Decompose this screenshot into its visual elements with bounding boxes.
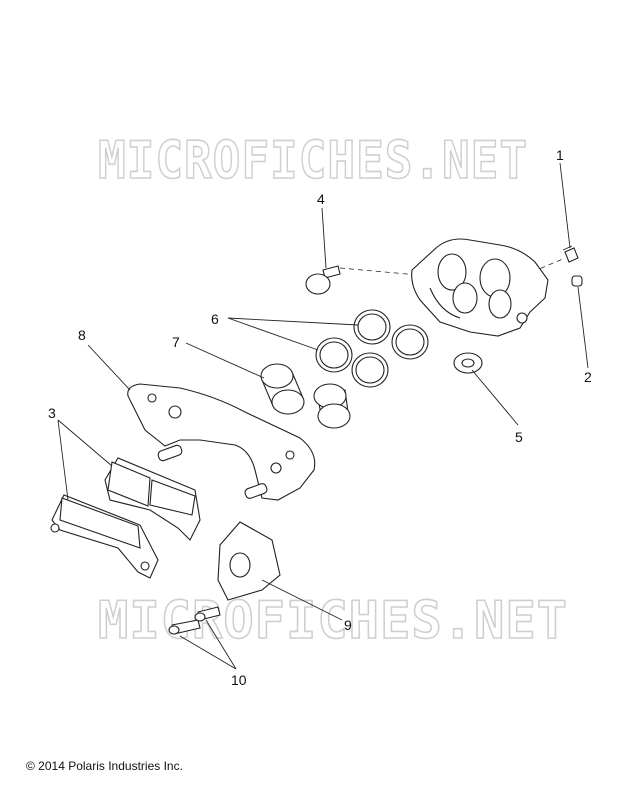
leader-10b	[205, 619, 237, 670]
pistons	[260, 363, 351, 429]
caliper-body	[411, 238, 549, 337]
bleeder-screw	[562, 245, 579, 263]
leader-8	[87, 344, 131, 391]
callout-1: 1	[556, 147, 564, 163]
callout-10: 10	[231, 672, 247, 688]
piston-seals	[315, 309, 429, 388]
watermark-bottom: MICROFICHES.NET	[98, 591, 568, 651]
bleeder-cap	[571, 275, 583, 287]
pad-pins	[168, 606, 221, 635]
pad-shim	[217, 521, 281, 601]
leader-9	[261, 579, 343, 621]
callout-5: 5	[515, 429, 523, 445]
leader-6a	[227, 317, 359, 326]
leader-3a	[57, 419, 113, 467]
leader-4	[321, 207, 327, 269]
leader-3b	[57, 419, 69, 501]
assembly-line-bleeder-1	[531, 257, 566, 273]
leader-10a	[179, 635, 237, 670]
callout-4: 4	[317, 191, 325, 207]
caliper-bolt	[305, 265, 341, 295]
leader-5	[471, 369, 519, 426]
leader-2	[577, 286, 589, 369]
assembly-line-bolt-4	[339, 267, 419, 276]
callout-8: 8	[78, 327, 86, 343]
leader-6b	[227, 317, 319, 351]
callout-3: 3	[48, 405, 56, 421]
brake-pads	[50, 457, 201, 579]
watermark-top: MICROFICHES.NET	[98, 131, 528, 191]
callout-9: 9	[344, 617, 352, 633]
callout-6: 6	[211, 311, 219, 327]
copyright-notice: © 2014 Polaris Industries Inc.	[26, 759, 183, 773]
leader-7	[185, 342, 265, 379]
leader-1	[559, 162, 571, 249]
caliper-bushing	[453, 352, 483, 374]
callout-2: 2	[584, 369, 592, 385]
caliper-bracket	[127, 383, 316, 501]
callout-7: 7	[172, 334, 180, 350]
